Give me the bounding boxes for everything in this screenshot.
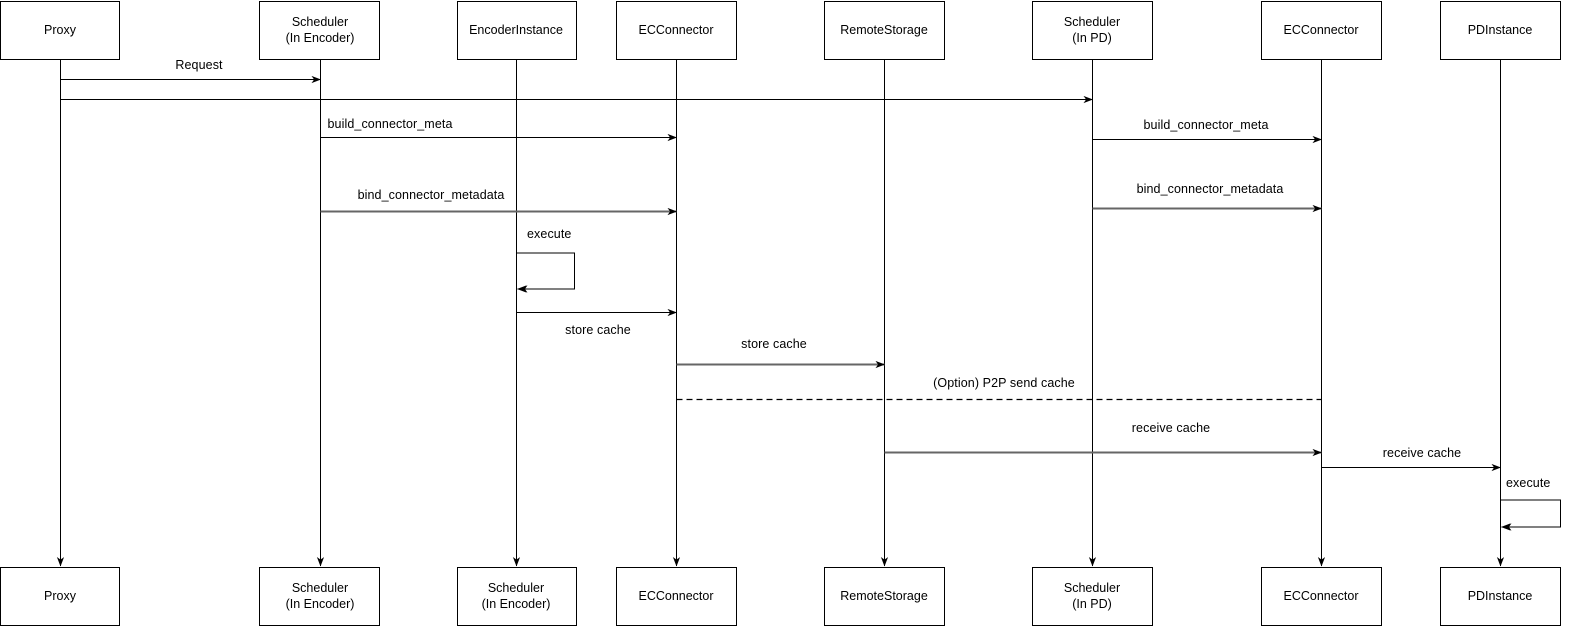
participant-box-ec_conn_l[interactable] xyxy=(616,1,737,60)
self-message-label-s2: execute xyxy=(1506,476,1551,490)
participant-label-pd_inst_b: PDInstance xyxy=(1467,588,1533,603)
participant-label-sched_pd: Scheduler (In PD) xyxy=(1063,14,1121,45)
participant-box-pd_inst_b[interactable] xyxy=(1440,567,1561,626)
participant-box-remote_store[interactable] xyxy=(824,1,945,60)
participant-label-ec_conn_l_b: ECConnector xyxy=(638,588,714,603)
message-label-m10: receive cache xyxy=(1131,421,1211,435)
message-label-m11: receive cache xyxy=(1382,446,1462,460)
lifeline-end-arrows xyxy=(56,548,1505,567)
participant-label-ec_conn_r: ECConnector xyxy=(1283,22,1359,37)
self-message-arrowhead-s2 xyxy=(1502,523,1512,531)
participant-box-remote_store_b[interactable] xyxy=(824,567,945,626)
participant-label-proxy_b: Proxy xyxy=(44,588,76,603)
self-message-path-s1 xyxy=(516,252,575,293)
message-label-m8: store cache xyxy=(741,337,807,351)
participant-box-ec_conn_l_b[interactable] xyxy=(616,567,737,626)
participant-label-proxy: Proxy xyxy=(44,22,76,37)
participant-label-enc_inst_b: Scheduler (In Encoder) xyxy=(481,580,551,611)
self-message-loops xyxy=(516,252,1561,531)
participant-box-sched_pd_b[interactable] xyxy=(1032,567,1153,626)
message-label-m9: (Option) P2P send cache xyxy=(933,376,1075,390)
participant-box-enc_inst_b[interactable] xyxy=(457,567,577,626)
participant-label-remote_store_b: RemoteStorage xyxy=(840,588,928,603)
participant-label-ec_conn_r_b: ECConnector xyxy=(1283,588,1359,603)
message-arrows xyxy=(60,75,1501,472)
message-label-m5: bind_connector_metadata xyxy=(357,188,505,202)
message-label-m6: bind_connector_metadata xyxy=(1136,182,1284,196)
participant-box-ec_conn_r_b[interactable] xyxy=(1261,567,1382,626)
participant-box-enc_inst[interactable] xyxy=(457,1,577,60)
bottom-participant-boxes xyxy=(0,567,1561,626)
participant-label-sched_enc_b: Scheduler (In Encoder) xyxy=(285,580,355,611)
participant-box-sched_enc_b[interactable] xyxy=(259,567,380,626)
participant-label-enc_inst: EncoderInstance xyxy=(469,22,563,37)
message-label-m1: Request xyxy=(175,58,223,72)
participant-label-sched_enc: Scheduler (In Encoder) xyxy=(285,14,355,45)
participant-box-sched_pd[interactable] xyxy=(1032,1,1153,60)
participant-box-proxy[interactable] xyxy=(0,1,120,60)
message-label-m7: store cache xyxy=(565,323,631,337)
self-message-label-s1: execute xyxy=(527,227,572,241)
participant-label-pd_inst: PDInstance xyxy=(1467,22,1533,37)
participant-label-sched_pd_b: Scheduler (In PD) xyxy=(1063,580,1121,611)
top-participant-boxes xyxy=(0,1,1561,60)
self-message-path-s2 xyxy=(1500,499,1561,531)
message-label-m3: build_connector_meta xyxy=(327,117,453,131)
participant-box-proxy_b[interactable] xyxy=(0,567,120,626)
participant-box-sched_enc[interactable] xyxy=(259,1,380,60)
participant-label-remote_store: RemoteStorage xyxy=(840,22,928,37)
participant-box-pd_inst[interactable] xyxy=(1440,1,1561,60)
participant-label-ec_conn_l: ECConnector xyxy=(638,22,714,37)
lifelines xyxy=(60,59,1501,563)
message-label-m4: build_connector_meta xyxy=(1143,118,1269,132)
self-message-arrowhead-s1 xyxy=(518,285,528,293)
